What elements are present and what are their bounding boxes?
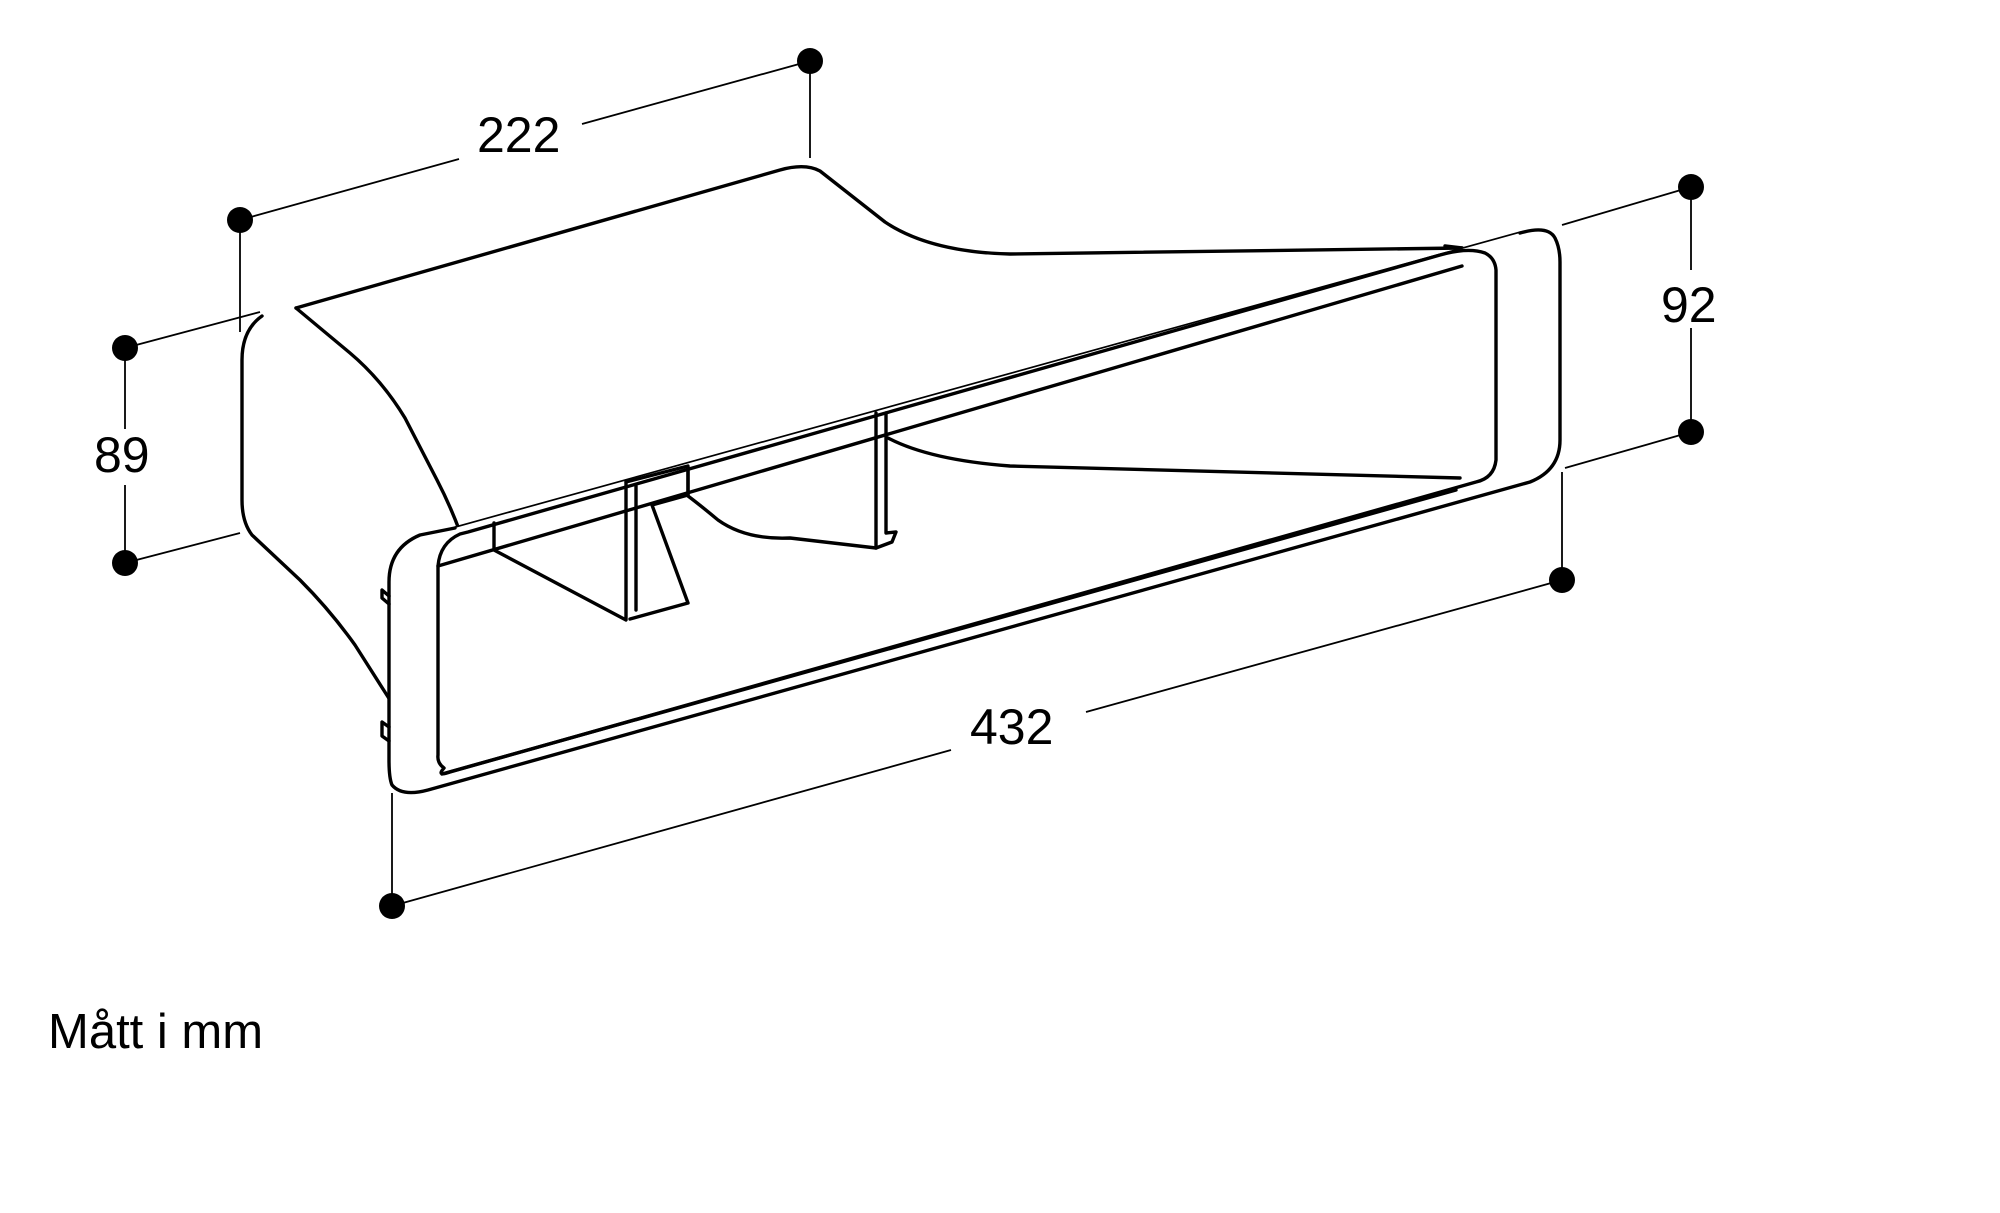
inner-back-wall: [886, 436, 1462, 480]
side-clip-lower: [380, 720, 391, 743]
dimension-89: 89: [94, 311, 261, 576]
opening-bottom-lip: [440, 488, 1458, 776]
duct-adapter-outline: [240, 165, 1562, 795]
dim-89-dot-bottom: [112, 550, 138, 576]
dim-222-label: 222: [477, 107, 560, 163]
dimension-432: 432: [379, 472, 1575, 919]
dim-92-ext-top: [1561, 186, 1692, 226]
dim-432-line-right: [1085, 579, 1563, 713]
dim-92-ext-bottom: [1564, 431, 1692, 469]
side-clip-upper: [380, 588, 391, 606]
dimension-222: 222: [227, 48, 823, 332]
units-caption: Mått i mm: [48, 1005, 264, 1059]
partition-rib-middle: [624, 464, 690, 621]
dim-92-dot-top: [1678, 174, 1704, 200]
dim-89-dot-top: [112, 335, 138, 361]
dimension-92: 92: [1561, 174, 1717, 469]
dim-222-dot-right: [797, 48, 823, 74]
dim-432-dot-left: [379, 893, 405, 919]
dim-92-label: 92: [1661, 277, 1717, 333]
dim-89-ext-top: [124, 311, 261, 349]
dim-432-line-left: [391, 749, 952, 907]
top-surface: [294, 165, 1464, 310]
opening-top-edge: [436, 264, 1464, 568]
dim-222-dot-left: [227, 207, 253, 233]
dim-89-label: 89: [94, 427, 150, 483]
left-flank-curve: [294, 306, 462, 534]
front-flange-inner: [436, 248, 1498, 776]
dim-432-dot-right: [1549, 567, 1575, 593]
dim-222-line-right: [581, 60, 811, 125]
dim-89-ext-bottom: [124, 532, 241, 564]
inner-floor-curve: [686, 494, 878, 550]
partition-rib-right: [874, 411, 898, 550]
left-back-edge: [240, 314, 392, 702]
dim-92-dot-bottom: [1678, 419, 1704, 445]
dim-222-line-left: [239, 158, 460, 221]
back-top-edge: [1443, 244, 1464, 250]
dim-432-label: 432: [970, 699, 1053, 755]
partition-rib-left: [492, 480, 628, 622]
